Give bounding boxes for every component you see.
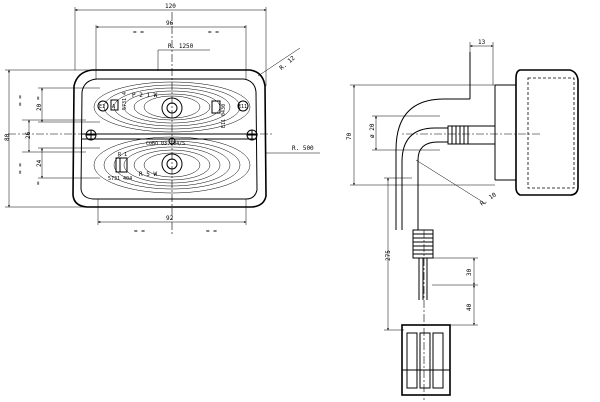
- approval-side: E11 0430: [221, 104, 227, 128]
- svg-text:R. 500: R. 500: [292, 145, 314, 152]
- side-housing-hidden: [527, 77, 575, 189]
- approval-upper: 5731 4: [122, 92, 128, 110]
- svg-text:96: 96: [166, 20, 174, 27]
- svg-text:275: 275: [385, 250, 392, 261]
- svg-text:ø 20: ø 20: [369, 123, 376, 138]
- svg-text:= =: = =: [17, 95, 24, 106]
- svg-text:= =: = =: [17, 163, 24, 174]
- svg-text:R. 10: R. 10: [479, 191, 498, 207]
- lower-approval-block: R 1 5731 404: [108, 152, 132, 182]
- approval-lower: 5731 404: [108, 176, 132, 182]
- side-view: 13 70 ø 20 R. 10 275: [346, 39, 579, 400]
- svg-text:R. 1250: R. 1250: [168, 43, 194, 50]
- lamp-housing-outline: [72, 69, 267, 208]
- dim-width-inner: 96 = = = =: [95, 20, 247, 79]
- svg-text:=: =: [35, 181, 42, 185]
- upper-approval-block: E1 A 5731 4: [97, 92, 128, 112]
- lower-marks: R 1: [118, 152, 127, 158]
- dim-40: 40: [450, 284, 478, 326]
- svg-text:20: 20: [36, 103, 43, 111]
- cable-grommet: [447, 125, 496, 145]
- dim-width-bottom: 92 = = = =: [97, 199, 247, 235]
- dim-height-side: 70: [346, 84, 495, 186]
- dim-height-lower: 24: [36, 147, 100, 179]
- svg-text:92: 92: [166, 215, 174, 222]
- lamp-lower-label: R 5 W: [139, 171, 157, 178]
- radius-cable-callout: R. 10: [415, 159, 498, 208]
- dim-height-mount: 26: [22, 119, 86, 153]
- svg-text:= =: = =: [133, 29, 144, 36]
- side-approval-block: E11 E11 0430: [211, 100, 249, 128]
- dim-width-overall: 120: [74, 3, 267, 86]
- cable-strain-relief: [412, 229, 434, 259]
- svg-text:= =: = =: [208, 29, 219, 36]
- dim-depth: 13: [469, 39, 494, 85]
- radius-top-callout: R. 1250: [157, 43, 210, 71]
- dim-height-overall: 80: [4, 69, 90, 208]
- cable-wires: [418, 258, 428, 300]
- code-label: COBO 03.104/S: [146, 141, 185, 147]
- cable-inner: [417, 141, 448, 230]
- cable-connector: [401, 324, 451, 396]
- svg-text:R. 12: R. 12: [278, 55, 297, 72]
- radius-side-callout: R. 500: [266, 145, 320, 154]
- dim-30: 30: [432, 257, 478, 286]
- svg-text:120: 120: [165, 3, 176, 10]
- radius-corner-callout: R. 12: [257, 47, 301, 77]
- dim-cable-length: 275: [384, 177, 412, 331]
- svg-text:24: 24: [36, 159, 43, 167]
- dim-height-upper: 20: [36, 87, 100, 123]
- svg-text:70: 70: [346, 132, 353, 140]
- svg-text:13: 13: [478, 39, 486, 46]
- mark-a: A: [112, 104, 115, 110]
- mount-screw-right: [246, 129, 258, 141]
- svg-text:=: =: [35, 96, 42, 100]
- svg-text:40: 40: [466, 303, 473, 311]
- lamp-upper-label: P 2 1 W: [132, 92, 158, 99]
- side-housing: [515, 69, 579, 196]
- mark-e1: E1: [99, 104, 105, 110]
- cable-top-bend: [395, 98, 470, 230]
- mark-e11: E11: [238, 104, 247, 110]
- front-view: E1 A 5731 4 P 2 1 W E11 E11 0430 R 1 573…: [4, 3, 320, 235]
- dim-diameter: ø 20: [369, 115, 440, 151]
- svg-text:= =: = =: [206, 228, 217, 235]
- cable-outer: [401, 127, 448, 230]
- svg-text:30: 30: [466, 268, 473, 276]
- svg-text:= =: = =: [134, 228, 145, 235]
- svg-text:26: 26: [25, 131, 32, 139]
- mount-screw-left: [85, 129, 97, 141]
- svg-text:80: 80: [4, 133, 11, 141]
